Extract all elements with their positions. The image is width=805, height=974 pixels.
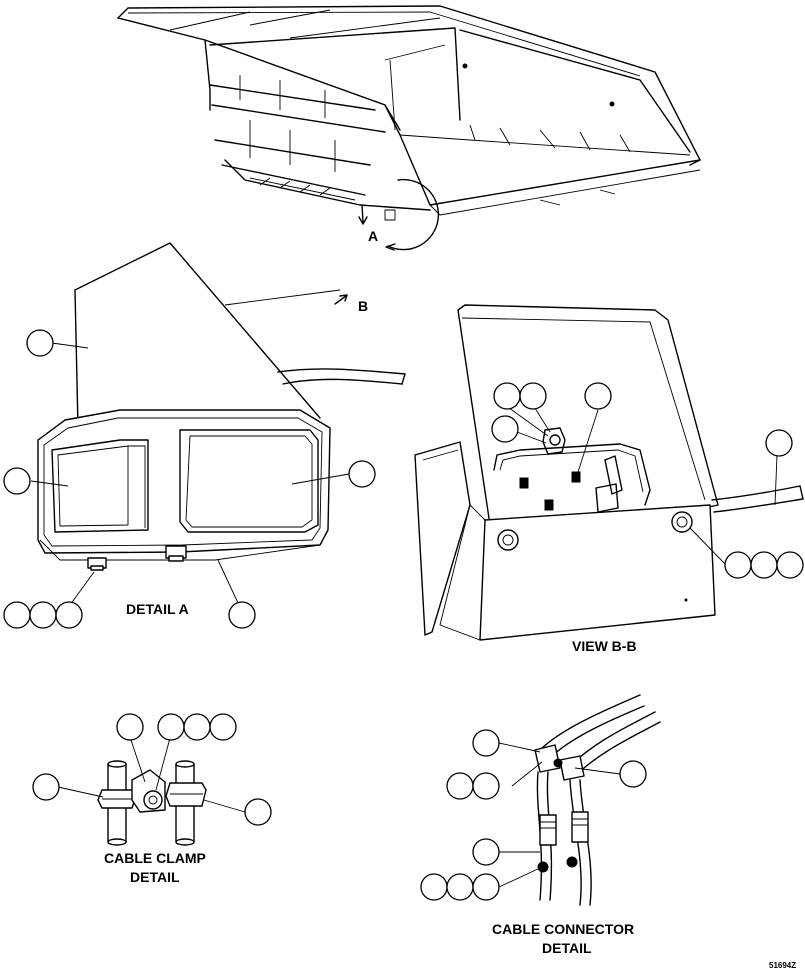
detail-a-caption: DETAIL A — [126, 601, 189, 617]
figure-id: 51694Z — [769, 961, 796, 970]
cable-connector-caption-line2: DETAIL — [542, 940, 592, 956]
cable-clamp-illustration — [32, 713, 272, 846]
cable-clamp-caption-line1: CABLE CLAMP — [104, 850, 206, 866]
detail-a-illustration — [3, 242, 406, 629]
cable-connector-caption-line1: CABLE CONNECTOR — [492, 921, 634, 937]
cable-connector-illustration — [420, 694, 661, 906]
view-a-marker: A — [368, 228, 378, 244]
view-bb-caption: VIEW B-B — [572, 638, 637, 654]
dump-body-illustration — [117, 5, 701, 251]
cable-clamp-caption-line2: DETAIL — [130, 869, 180, 885]
view-bb-illustration — [414, 304, 804, 641]
view-b-marker: B — [358, 298, 368, 314]
